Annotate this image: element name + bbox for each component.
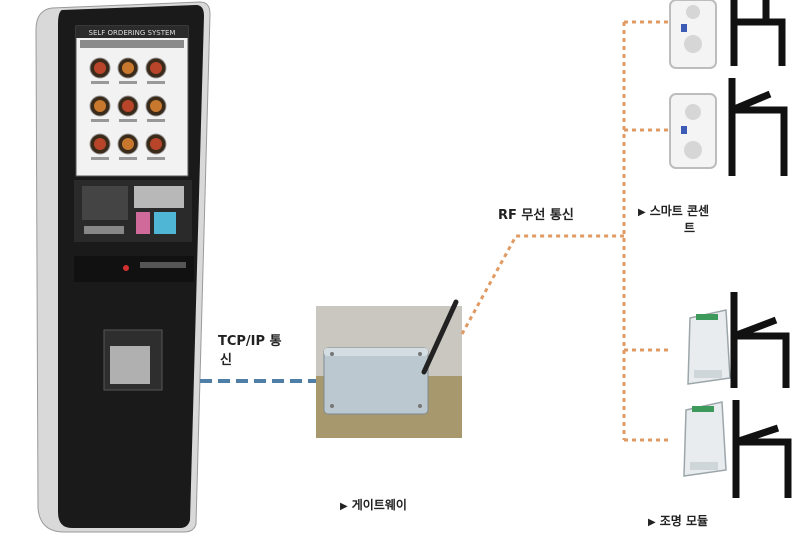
triangle-marker-icon: ▶ [340, 501, 348, 512]
menu-item-food [122, 138, 134, 150]
menu-item-caption [147, 81, 165, 84]
gateway-box [324, 348, 428, 414]
kiosk-keypad [82, 186, 128, 220]
gateway-screw [418, 352, 422, 356]
menu-item-caption [147, 119, 165, 122]
kiosk-label-strip [140, 262, 186, 268]
menu-item-food [150, 100, 162, 112]
smart-outlet-1 [670, 0, 716, 68]
chair-icon [736, 400, 788, 498]
triangle-marker-icon: ▶ [638, 207, 646, 218]
triangle-marker-icon: ▶ [648, 517, 656, 528]
menu-item-caption [91, 157, 109, 160]
lighting-module-2 [684, 402, 726, 476]
gateway-screw [330, 404, 334, 408]
kiosk-indicator-light [123, 265, 129, 271]
kiosk-reader-slot [110, 346, 150, 384]
smart-outlet-label-line-1: 스마트 콘센 [650, 204, 709, 218]
lighting-module-label-text: 조명 모듈 [660, 514, 708, 528]
kiosk-button-cyan [154, 212, 176, 234]
chair-icon [732, 78, 784, 176]
menu-item-food [122, 62, 134, 74]
menu-item-food [150, 62, 162, 74]
tcpip-label-line-1: TCP/IP 통 [218, 330, 282, 349]
menu-item-caption [91, 81, 109, 84]
chair-icon [734, 292, 786, 388]
smart-outlet-2 [670, 94, 716, 168]
gateway-label-text: 게이트웨이 [352, 498, 407, 512]
gateway-label: ▶ 게이트웨이 [340, 496, 407, 513]
menu-item-caption [119, 119, 137, 122]
rf-label: RF 무선 통신 [498, 204, 574, 223]
menu-item-food [94, 62, 106, 74]
menu-item-caption [91, 119, 109, 122]
kiosk-receipt-slot [84, 226, 124, 234]
kiosk-sensor-strip [74, 256, 194, 282]
tcpip-label: TCP/IP 통 신 [218, 330, 282, 368]
kiosk-card-slot [134, 186, 184, 208]
menu-item-food [150, 138, 162, 150]
kiosk-button-pink [136, 212, 150, 234]
smart-outlet-label: ▶ 스마트 콘센 트 [638, 202, 709, 236]
gateway-screw [330, 352, 334, 356]
tcpip-label-line-2: 신 [218, 349, 282, 368]
lighting-module-label: ▶ 조명 모듈 [648, 512, 708, 529]
gateway-box-top [324, 348, 428, 356]
gateway-device [316, 302, 462, 438]
smart-outlet-label-line-2: 트 [638, 219, 709, 236]
menu-item-food [94, 100, 106, 112]
lighting-module-1 [688, 310, 730, 384]
kiosk: SELF ORDERING SYSTEM [36, 2, 210, 532]
menu-item-food [94, 138, 106, 150]
chairs [732, 0, 788, 498]
menu-item-caption [119, 157, 137, 160]
menu-item-caption [147, 157, 165, 160]
kiosk-screen-subbar [80, 40, 184, 48]
gateway-screw [418, 404, 422, 408]
menu-item-food [122, 100, 134, 112]
kiosk-menu-grid [90, 58, 166, 160]
chair-icon [734, 0, 782, 66]
rf-link-trunk [462, 236, 624, 334]
kiosk-screen-title: SELF ORDERING SYSTEM [89, 29, 176, 37]
menu-item-caption [119, 81, 137, 84]
